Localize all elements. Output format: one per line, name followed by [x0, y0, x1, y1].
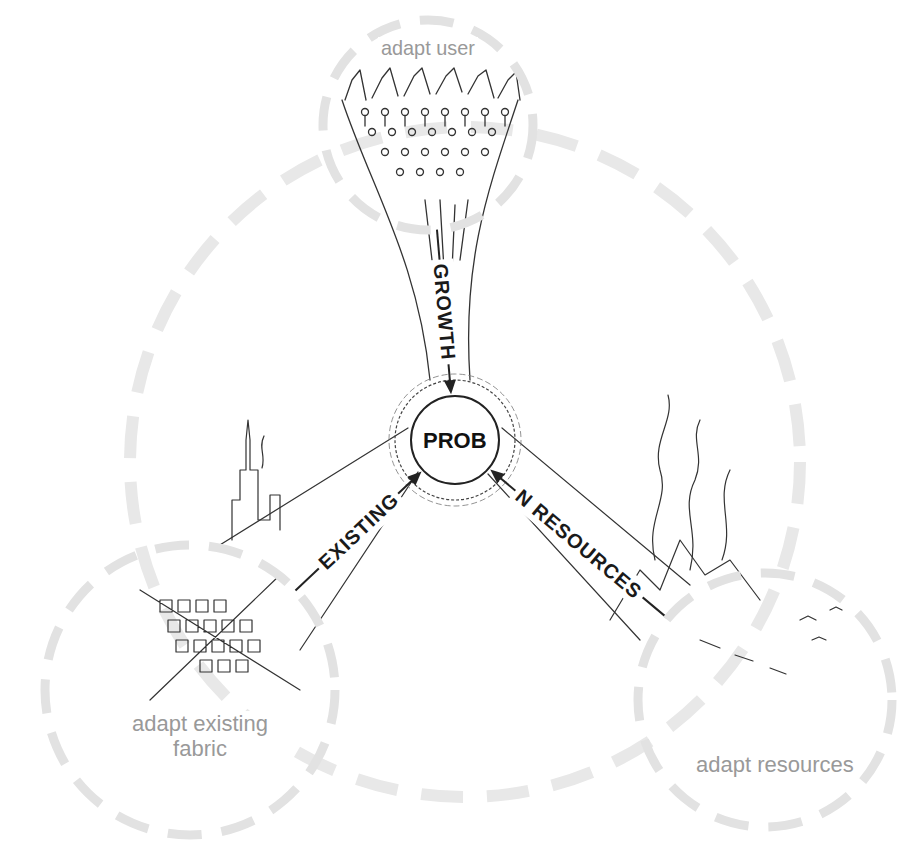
circle-border	[323, 20, 533, 230]
crowd-heads	[362, 109, 509, 176]
arrow-head	[444, 380, 456, 394]
crowd-spires	[345, 68, 520, 100]
city-blocks	[140, 575, 300, 700]
connector-arrow	[490, 470, 667, 619]
crowd-hatching	[365, 116, 505, 270]
connector-line	[295, 480, 412, 591]
edge-label: N RESOURCES	[507, 481, 651, 607]
adapt-circle: adapt user	[318, 15, 538, 235]
city-skyline	[232, 420, 280, 540]
problem-halo-outer	[389, 374, 521, 506]
arrow-head	[407, 472, 421, 486]
circle-label: PROB	[420, 428, 490, 453]
arrow-head	[490, 470, 505, 484]
connector-arrow	[295, 472, 421, 591]
circle-border	[638, 573, 892, 827]
birds-and-ground	[700, 607, 842, 674]
growth-funnel	[342, 100, 518, 380]
adapt-circle: adapt resources	[633, 568, 897, 832]
circle-label: adapt resources	[693, 752, 857, 777]
circle-border	[45, 545, 335, 835]
adapt-circle: adapt existing fabric	[40, 540, 340, 840]
circle-border	[411, 396, 499, 484]
edge-label: EXISTING	[310, 484, 407, 578]
problem-halo	[395, 380, 515, 500]
resources-sketch	[488, 395, 842, 674]
connector-line	[499, 477, 667, 618]
city-sketch	[140, 420, 418, 700]
smoke-plumes	[653, 395, 730, 570]
edge-label: GROWTH	[427, 258, 462, 365]
crowd-sketch	[342, 68, 520, 380]
problem-circle: PROB	[410, 395, 500, 485]
circle-outline	[633, 568, 897, 832]
circle-outline	[40, 540, 340, 840]
circle-label: adapt user	[378, 37, 478, 60]
circle-label: adapt existing fabric	[111, 711, 289, 762]
